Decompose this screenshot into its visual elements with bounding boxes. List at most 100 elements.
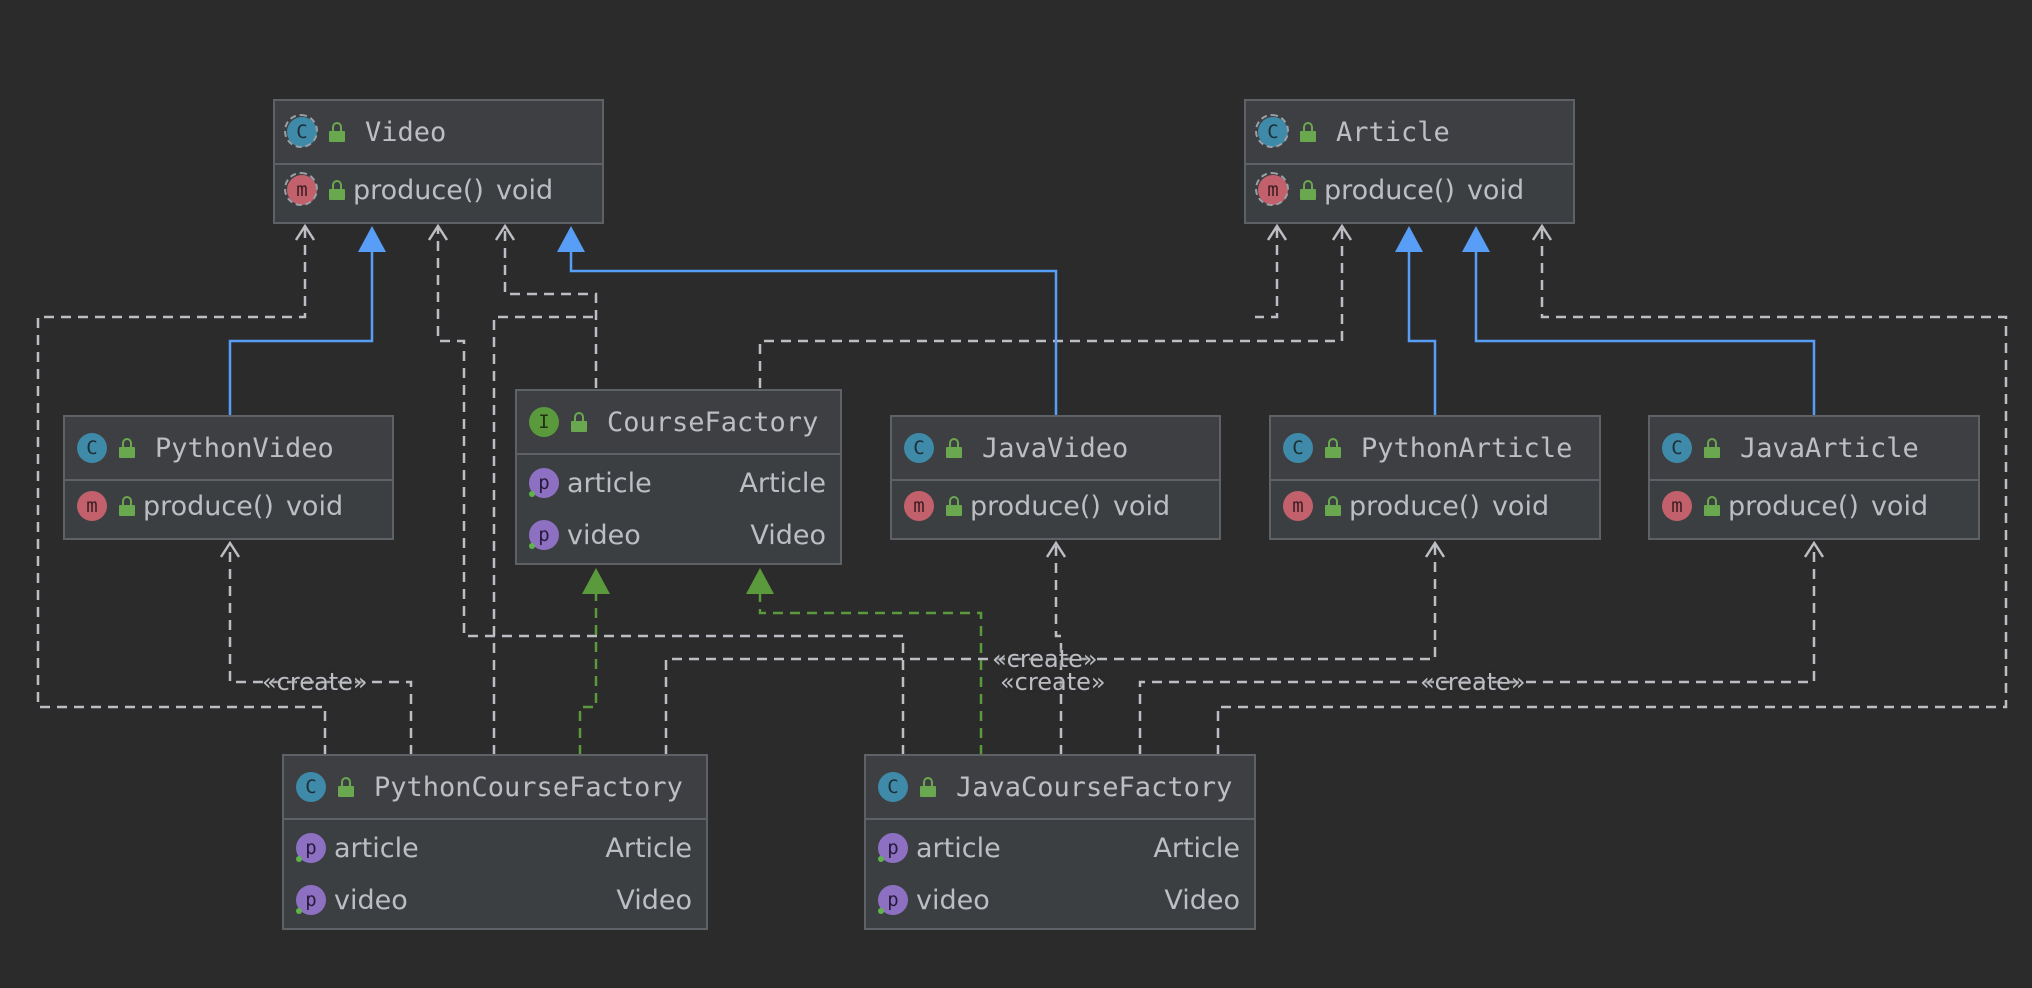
dep-pythoncf-pythonarticle [664, 545, 1437, 755]
fields-section: p article Article p video Video [284, 818, 706, 926]
class-icon: C [904, 433, 934, 463]
property-icon: p [878, 885, 908, 915]
method-name: produce() [1324, 174, 1455, 206]
field-name: video [567, 519, 641, 551]
class-header: C PythonArticle [1271, 417, 1599, 479]
method-row[interactable]: m produce() void [1271, 479, 1599, 531]
class-python-video[interactable]: C PythonVideo m produce() void [63, 415, 394, 540]
class-icon: C [77, 433, 107, 463]
field-name: article [334, 832, 419, 864]
field-type: Video [616, 884, 692, 916]
public-lock-icon [329, 122, 345, 142]
class-python-course-factory[interactable]: C PythonCourseFactory p article Article … [282, 754, 708, 930]
class-video[interactable]: C Video m produce() void [273, 99, 604, 224]
public-lock-icon [946, 496, 962, 516]
class-article[interactable]: C Article m produce() void [1244, 99, 1575, 224]
method-row[interactable]: m produce() void [275, 163, 602, 215]
public-lock-icon [329, 180, 345, 200]
class-header: C Article [1246, 101, 1573, 163]
public-lock-icon [1300, 122, 1316, 142]
method-return-type: void [285, 490, 344, 522]
method-return-type: void [1466, 174, 1525, 206]
class-title: PythonArticle [1361, 432, 1573, 464]
public-lock-icon [1704, 496, 1720, 516]
field-type: Article [739, 467, 826, 499]
fields-section: p article Article p video Video [866, 818, 1254, 926]
field-name: article [567, 467, 652, 499]
dep-pythoncf-pythonvideo [228, 545, 413, 755]
abstract-class-icon: C [284, 114, 318, 148]
dep-javacf-video [436, 228, 905, 755]
method-row[interactable]: m produce() void [1246, 163, 1573, 215]
property-icon: p [878, 833, 908, 863]
class-title: JavaArticle [1740, 432, 1919, 464]
class-python-article[interactable]: C PythonArticle m produce() void [1269, 415, 1601, 540]
implements-javacf-coursefactory [758, 592, 983, 755]
method-name: produce() [353, 174, 484, 206]
dep-coursefactory-article-2 [1255, 228, 1279, 319]
class-header: C Video [275, 101, 602, 163]
implements-pythoncf-coursefactory [578, 592, 598, 755]
dep-pythoncf-video-2 [492, 315, 596, 755]
property-icon: p [529, 520, 559, 550]
class-header: C PythonCourseFactory [284, 756, 706, 818]
class-title: PythonVideo [155, 432, 334, 464]
field-row[interactable]: p video Video [866, 874, 1254, 926]
property-icon: p [296, 885, 326, 915]
dep-coursefactory-article [758, 228, 1344, 388]
class-title: Video [365, 116, 447, 148]
method-row[interactable]: m produce() void [892, 479, 1219, 531]
class-java-article[interactable]: C JavaArticle m produce() void [1648, 415, 1980, 540]
dep-coursefactory-video [503, 228, 598, 388]
abstract-class-icon: C [1255, 114, 1289, 148]
class-icon: C [878, 772, 908, 802]
method-name: produce() [970, 490, 1101, 522]
method-row[interactable]: m produce() void [1650, 479, 1978, 531]
dep-javacf-article [1216, 228, 2008, 755]
field-row[interactable]: p article Article [284, 822, 706, 874]
method-icon: m [1662, 491, 1692, 521]
method-name: produce() [1728, 490, 1859, 522]
method-icon: m [77, 491, 107, 521]
class-header: C JavaVideo [892, 417, 1219, 479]
class-java-video[interactable]: C JavaVideo m produce() void [890, 415, 1221, 540]
class-icon: C [1662, 433, 1692, 463]
method-row[interactable]: m produce() void [65, 479, 392, 531]
field-row[interactable]: p video Video [517, 509, 840, 561]
extends-javavideo-video [569, 250, 1058, 416]
field-type: Article [1153, 832, 1240, 864]
public-lock-icon [338, 777, 354, 797]
field-row[interactable]: p article Article [866, 822, 1254, 874]
method-icon: m [1283, 491, 1313, 521]
method-return-type: void [1870, 490, 1929, 522]
public-lock-icon [1300, 180, 1316, 200]
abstract-method-icon: m [284, 172, 318, 206]
create-label: «create» [262, 668, 368, 696]
field-name: video [916, 884, 990, 916]
interface-course-factory[interactable]: I CourseFactory p article Article p vide… [515, 389, 842, 565]
public-lock-icon [920, 777, 936, 797]
extends-pythonarticle-article [1407, 250, 1437, 416]
field-name: article [916, 832, 1001, 864]
public-lock-icon [1325, 438, 1341, 458]
property-icon: p [296, 833, 326, 863]
field-row[interactable]: p video Video [284, 874, 706, 926]
create-label: «create» [992, 645, 1098, 673]
dep-javacf-javaarticle [1138, 545, 1816, 755]
fields-section: p article Article p video Video [517, 453, 840, 561]
interface-icon: I [529, 407, 559, 437]
create-label: «create» [1420, 668, 1526, 696]
class-java-course-factory[interactable]: C JavaCourseFactory p article Article p … [864, 754, 1256, 930]
class-title: JavaVideo [982, 432, 1129, 464]
property-icon: p [529, 468, 559, 498]
public-lock-icon [119, 438, 135, 458]
class-header: I CourseFactory [517, 391, 840, 453]
dep-pythoncf-video [36, 228, 327, 755]
field-row[interactable]: p article Article [517, 457, 840, 509]
class-title: JavaCourseFactory [956, 771, 1233, 803]
method-return-type: void [1112, 490, 1171, 522]
abstract-method-icon: m [1255, 172, 1289, 206]
class-header: C PythonVideo [65, 417, 392, 479]
public-lock-icon [571, 412, 587, 432]
